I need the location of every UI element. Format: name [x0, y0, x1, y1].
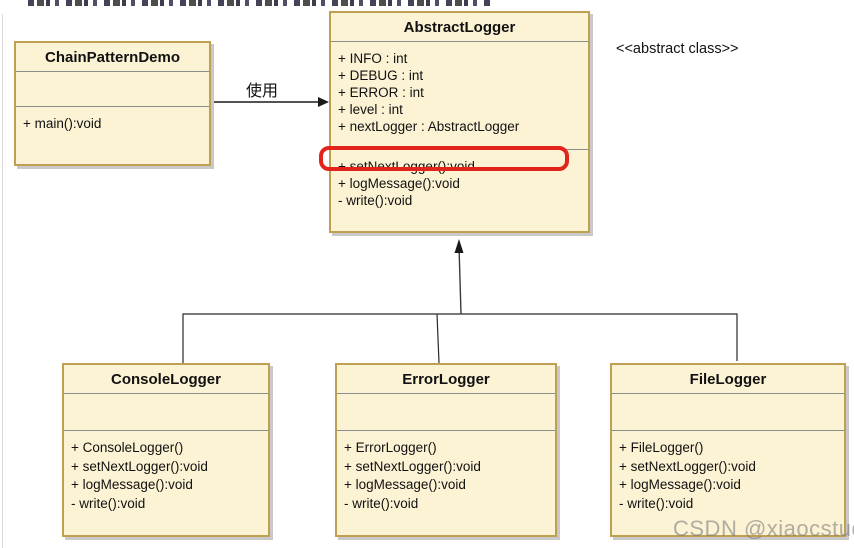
method-line: + setNextLogger():void: [71, 458, 208, 474]
csdn-watermark: CSDN @xiaocstudy: [673, 516, 854, 541]
class-consolelogger: ConsoleLogger + ConsoleLogger() + setNex…: [62, 363, 270, 537]
usage-arrow-label: 使用: [246, 83, 279, 100]
class-title: ErrorLogger: [337, 365, 555, 394]
class-title: ChainPatternDemo: [16, 43, 209, 72]
class-abstractlogger: AbstractLogger + INFO : int + DEBUG : in…: [319, 11, 590, 233]
class-title: FileLogger: [612, 365, 844, 394]
attributes-compartment: [16, 72, 209, 107]
arrowhead-right-icon: [318, 97, 329, 107]
class-filelogger: FileLogger + FileLogger() + setNextLogge…: [610, 363, 846, 537]
class-errorlogger: ErrorLogger + ErrorLogger() + setNextLog…: [335, 363, 557, 537]
attribute-line: + INFO : int: [338, 51, 408, 66]
generalization-connector: [182, 313, 738, 364]
methods-compartment: + ConsoleLogger() + setNextLogger():void…: [64, 431, 268, 535]
method-line: + ConsoleLogger(): [71, 440, 184, 455]
attributes-compartment: [64, 394, 268, 431]
methods-compartment: + main():void: [16, 107, 209, 164]
methods-compartment: + setNextLogger():void + logMessage():vo…: [331, 150, 588, 231]
method-line: + setNextLogger():void: [344, 458, 481, 474]
methods-compartment: + ErrorLogger() + setNextLogger():void +…: [337, 431, 555, 535]
page-left-border: [2, 14, 3, 548]
method-line: + main():void: [23, 116, 102, 131]
attributes-compartment: + INFO : int + DEBUG : int + ERROR : int…: [319, 42, 588, 171]
attribute-line: + ERROR : int: [338, 85, 424, 100]
generalization-arrow: [454, 239, 464, 315]
method-line: + setNextLogger():void: [338, 159, 475, 174]
method-line: + logMessage():void: [338, 176, 460, 191]
attribute-line: + level : int: [338, 102, 403, 117]
class-title: AbstractLogger: [331, 13, 588, 42]
method-line: - write():void: [71, 495, 146, 511]
attributes-compartment: [612, 394, 844, 431]
method-line: + logMessage():void: [71, 477, 193, 492]
method-line: - write():void: [338, 193, 413, 208]
methods-compartment: + FileLogger() + setNextLogger():void + …: [612, 431, 844, 535]
method-line: + logMessage():void: [619, 477, 741, 492]
clipped-text-strip: [28, 0, 490, 6]
method-line: + ErrorLogger(): [344, 440, 437, 455]
method-line: + logMessage():void: [344, 477, 466, 492]
attribute-line-highlighted: + nextLogger : AbstractLogger: [338, 119, 520, 134]
method-line: + setNextLogger():void: [619, 458, 756, 474]
attributes-compartment: [337, 394, 555, 431]
arrowhead-up-icon: [454, 239, 464, 253]
class-title: ConsoleLogger: [64, 365, 268, 394]
attribute-line: + DEBUG : int: [338, 68, 424, 83]
method-line: + FileLogger(): [619, 440, 704, 455]
method-line: - write():void: [619, 495, 694, 511]
abstract-class-stereotype-label: <<abstract class>>: [616, 41, 739, 57]
method-line: - write():void: [344, 495, 419, 511]
class-chainpatterndemo: ChainPatternDemo + main():void: [14, 41, 211, 166]
